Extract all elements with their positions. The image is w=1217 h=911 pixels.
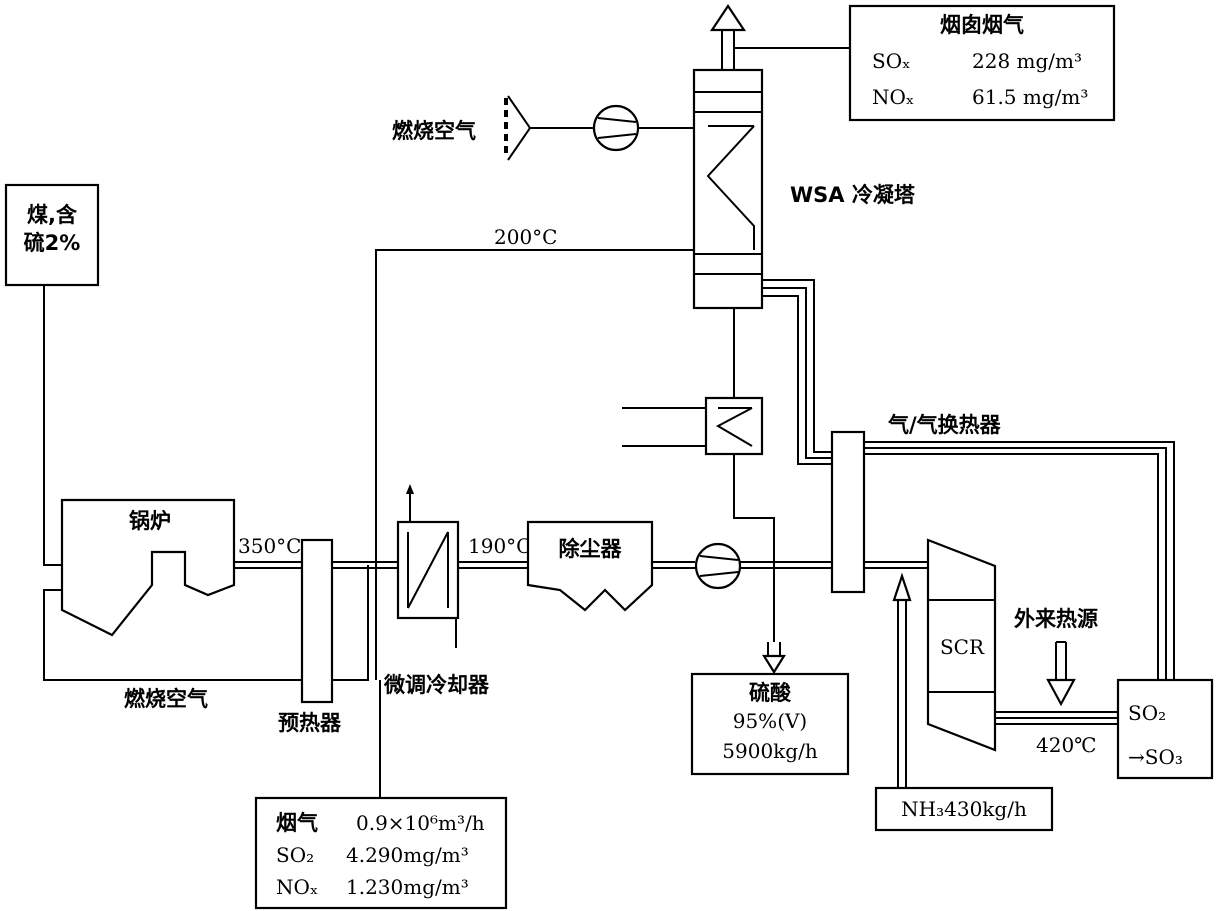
- flue-gas-box: 烟气 0.9×10⁶m³/h SO₂ 4.290mg/m³ NOₓ 1.230m…: [254, 796, 508, 910]
- air-blower: [592, 104, 640, 152]
- booster-fan: [694, 542, 742, 590]
- coal-feed-line: [43, 285, 62, 566]
- acid-rate: 5900kg/h: [722, 739, 818, 763]
- gas-gas-heat-exchanger: [830, 430, 866, 594]
- scr-label: SCR: [940, 635, 985, 659]
- combustion-air-line-bottom: [43, 565, 369, 681]
- hot-air-return-line: [375, 249, 694, 680]
- flue-gas-nox-label: NOₓ: [276, 875, 318, 899]
- acid-drain-line: [733, 454, 775, 642]
- stack-sox-value: 228 mg/m³: [972, 49, 1082, 73]
- air-intake: [504, 95, 594, 161]
- stack-sox-label: SOₓ: [872, 49, 911, 73]
- coal-feed: 煤,含 硫2%: [4, 183, 100, 287]
- stack-nox-label: NOₓ: [872, 85, 914, 109]
- wsa-condenser-tower: [692, 68, 764, 310]
- dust-collector: 除尘器: [526, 520, 654, 612]
- stack-nox-value: 61.5 mg/m³: [972, 85, 1088, 109]
- external-heat-arrow: [1046, 641, 1076, 707]
- converter-line1: SO₂: [1128, 701, 1166, 725]
- coal-label-line2: 硫2%: [24, 231, 81, 255]
- boiler-label: 锅炉: [129, 509, 171, 533]
- stack-gas-box: 烟囱烟气 SOₓ 228 mg/m³ NOₓ 61.5 mg/m³: [848, 4, 1116, 122]
- wsa-label: WSA 冷凝塔: [790, 183, 916, 207]
- flue-gas-flow-label: 烟气: [276, 811, 318, 835]
- ammonia-label: NH₃430kg/h: [901, 797, 1027, 821]
- sulfuric-acid-box: 硫酸 95%(V) 5900kg/h: [690, 672, 850, 776]
- temp-200: 200°C: [494, 225, 557, 249]
- trim-cooler-label: 微调冷却器: [383, 673, 490, 697]
- flue-gas-nox-value: 1.230mg/m³: [346, 875, 469, 899]
- preheater-label: 预热器: [278, 711, 342, 735]
- temp-350: 350°C: [238, 534, 301, 558]
- stack-outlet: [709, 4, 850, 70]
- preheater: [300, 538, 334, 704]
- ammonia-box: [874, 786, 1054, 832]
- scr-reactor: SCR: [926, 538, 997, 752]
- combustion-air-label-bottom: 燃烧空气: [124, 687, 208, 711]
- acid-title: 硫酸: [749, 681, 792, 705]
- flue-gas-so2-value: 4.290mg/m³: [346, 843, 469, 867]
- boiler: 锅炉: [60, 498, 236, 637]
- converter-line2: →SO₃: [1128, 745, 1183, 769]
- coal-label-line1: 煤,含: [27, 203, 78, 227]
- gas-gas-exchanger-label: 气/气换热器: [887, 413, 1002, 437]
- trim-cooler: [396, 484, 460, 648]
- stack-gas-title: 烟囱烟气: [940, 13, 1024, 37]
- flue-gas-flow-value: 0.9×10⁶m³/h: [356, 811, 485, 835]
- acid-concentration: 95%(V): [733, 709, 808, 733]
- so2-converter: SO₂ →SO₃: [1116, 678, 1214, 780]
- acid-arrow: [762, 642, 786, 675]
- combustion-air-label-top: 燃烧空气: [392, 119, 476, 143]
- acid-cooler: [622, 396, 764, 456]
- dust-collector-label: 除尘器: [559, 537, 623, 561]
- external-heat-label: 外来热源: [1014, 607, 1098, 631]
- temp-190: 190°C: [468, 534, 531, 558]
- ammonia-injection: [892, 572, 912, 788]
- flue-gas-so2-label: SO₂: [276, 843, 314, 867]
- temp-420: 420℃: [1036, 733, 1097, 757]
